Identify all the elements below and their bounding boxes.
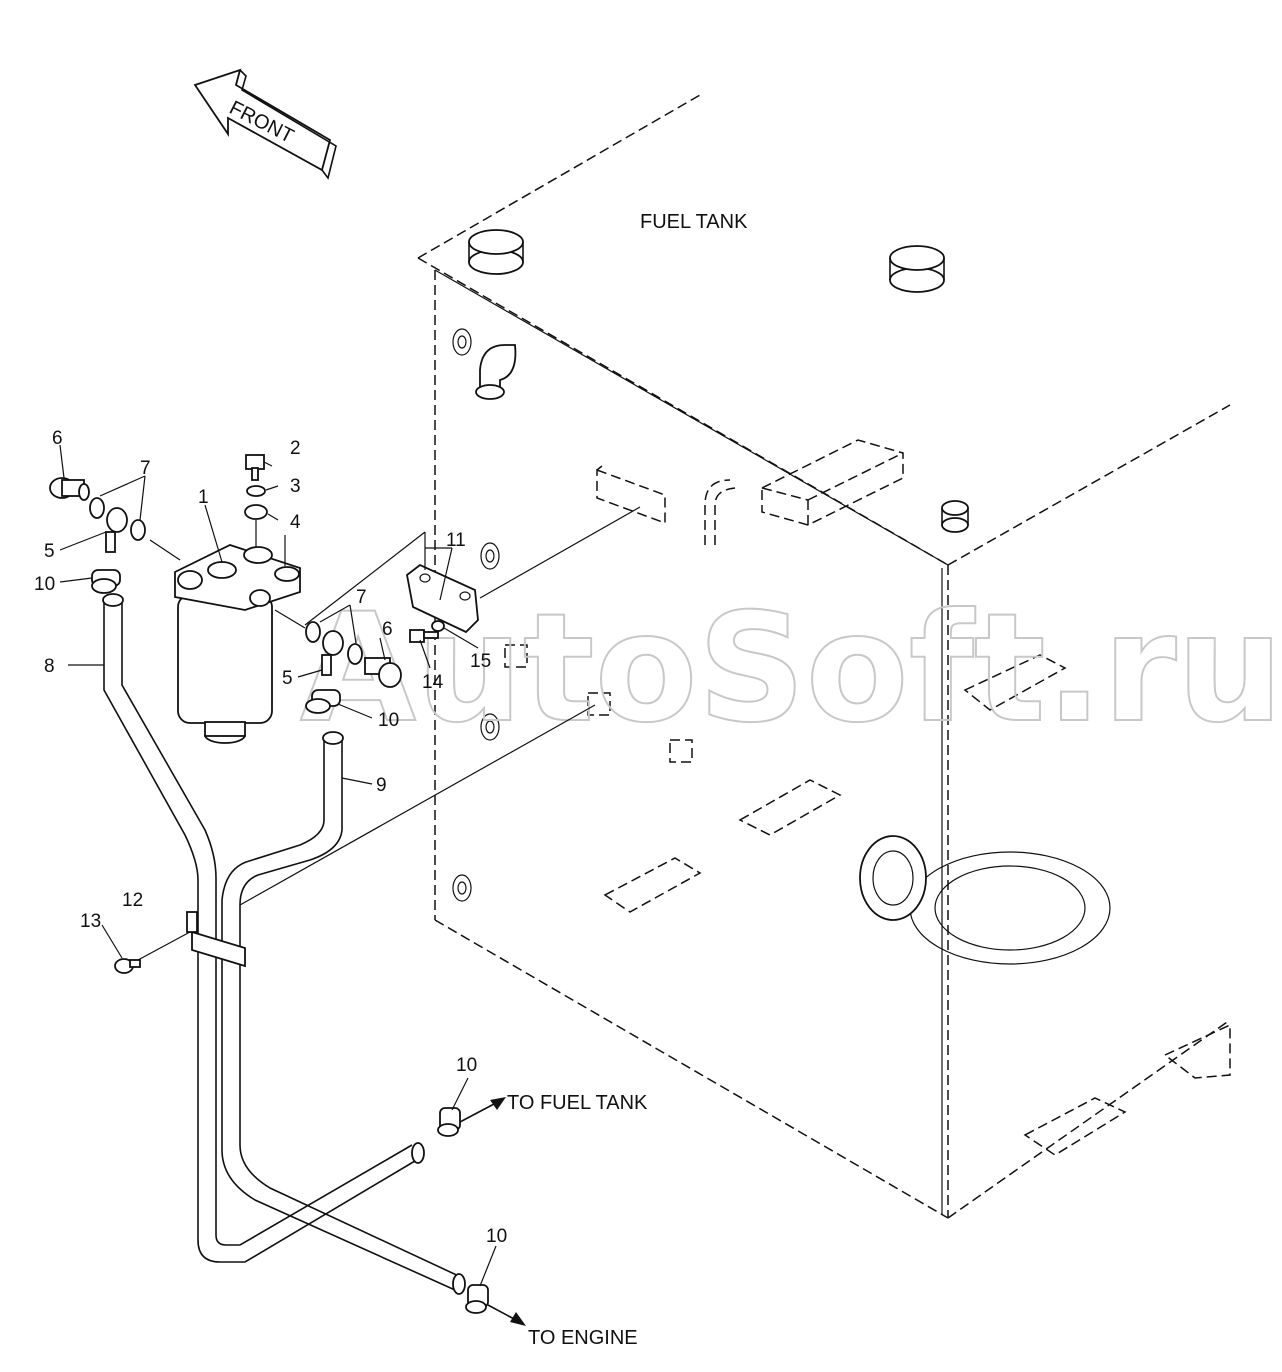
washer-3 — [246, 485, 266, 497]
tank-pad-4 — [1163, 1023, 1231, 1079]
callout-10-fuel-tank: 10 — [456, 1055, 477, 1076]
callout-11: 11 — [446, 530, 466, 551]
arrow-to-fuel-tank — [459, 1097, 506, 1123]
hose-9 — [221, 731, 466, 1295]
bracket-11 — [406, 563, 479, 634]
fuel-filter — [174, 544, 301, 744]
to-engine-label: TO ENGINE — [528, 1327, 638, 1349]
fuel-tank-label: FUEL TANK — [640, 211, 748, 233]
tank-small-cap — [941, 500, 969, 533]
hose-clamp-10-left — [91, 569, 121, 594]
hose-8 — [102, 593, 425, 1263]
callout-1: 1 — [198, 487, 209, 508]
to-fuel-tank-label: TO FUEL TANK — [507, 1092, 648, 1114]
callout-2: 2 — [290, 438, 301, 459]
callout-6-right: 6 — [382, 619, 393, 640]
bolt-2 — [245, 454, 265, 481]
callout-8: 8 — [44, 656, 55, 677]
tank-block — [596, 465, 666, 525]
callout-10-engine: 10 — [486, 1226, 507, 1247]
callout-14: 14 — [422, 672, 444, 693]
part-number-callouts: 6 7 5 10 8 1 2 3 4 11 7 6 5 10 9 15 14 1… — [34, 428, 507, 1247]
callout-7-left: 7 — [140, 458, 151, 479]
callout-4: 4 — [290, 512, 301, 533]
tank-pad-1 — [963, 654, 1067, 711]
callout-9: 9 — [376, 775, 387, 796]
tank-cube-fittings — [504, 644, 693, 763]
tank-pad-2 — [738, 779, 842, 836]
washer-15 — [431, 620, 445, 632]
front-arrow: FRONT — [193, 68, 337, 180]
banjo-bolt-6-left — [49, 477, 90, 501]
tank-side-bosses — [452, 328, 500, 902]
bolt-13 — [114, 958, 141, 974]
callout-6-left: 6 — [52, 428, 63, 449]
tank-flange — [859, 835, 1111, 965]
tank-top-bracket — [761, 439, 904, 526]
gasket-7-left-a — [89, 497, 105, 519]
callout-5-left: 5 — [44, 541, 55, 562]
hose-clamp-10-right — [305, 689, 341, 714]
callout-13: 13 — [80, 911, 101, 932]
fuel-tank: FUEL TANK — [417, 94, 1231, 1219]
arrow-to-engine — [487, 1304, 526, 1326]
hose-clamp-12 — [186, 911, 246, 968]
tank-cap-right — [889, 245, 945, 293]
gasket-7-left-b — [130, 519, 146, 541]
callout-15: 15 — [470, 651, 491, 672]
tank-cap-left — [468, 229, 524, 275]
hose-clamp-10-engine — [465, 1284, 489, 1314]
tank-pad-5 — [1023, 1097, 1127, 1156]
callout-3: 3 — [290, 476, 301, 497]
washer-4 — [244, 504, 268, 520]
callout-10-right: 10 — [378, 710, 399, 731]
hose-clamp-10-tank — [437, 1107, 461, 1137]
banjo-bolt-6-right — [364, 657, 402, 688]
callout-10-left: 10 — [34, 574, 55, 595]
banjo-fitting-5-right — [321, 630, 344, 676]
callout-7-right: 7 — [356, 587, 367, 608]
bolt-14 — [409, 629, 439, 643]
callout-12: 12 — [122, 890, 143, 911]
gasket-7-right-b — [347, 643, 363, 665]
tank-pad-3 — [603, 857, 702, 913]
banjo-fitting-5-left — [105, 507, 128, 553]
gasket-7-right-a — [305, 621, 321, 643]
callout-5-right: 5 — [282, 668, 293, 689]
leader-lines — [59, 444, 497, 1287]
tank-elbow — [475, 344, 517, 400]
